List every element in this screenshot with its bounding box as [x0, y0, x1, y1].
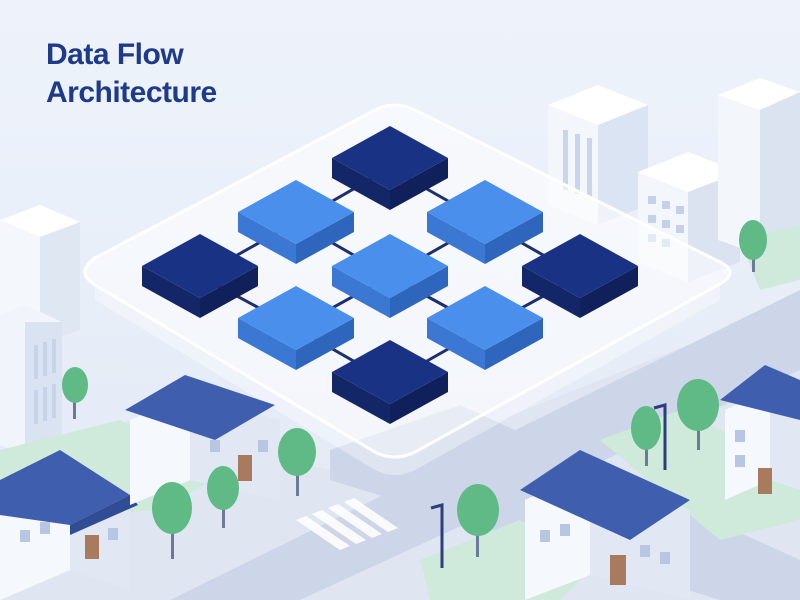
- node-center: [332, 234, 448, 318]
- title-line-1: Data Flow: [46, 38, 184, 71]
- node-upper-right: [427, 180, 543, 264]
- house-right-back: [720, 365, 800, 500]
- node-upper-left: [238, 180, 354, 264]
- tree: [278, 428, 316, 496]
- tree: [62, 367, 88, 419]
- house-left-front: [0, 450, 138, 600]
- node-top: [332, 126, 448, 210]
- node-right: [522, 234, 638, 318]
- tree: [739, 220, 767, 272]
- node-lower-right: [427, 286, 543, 370]
- tree: [631, 406, 661, 466]
- node-lower-left: [238, 286, 354, 370]
- page-title: Data Flow Architecture: [46, 36, 217, 112]
- tree: [152, 482, 192, 559]
- house-right-front: [520, 450, 690, 600]
- tree: [457, 484, 499, 557]
- node-bottom: [332, 340, 448, 424]
- title-line-2: Architecture: [46, 76, 217, 109]
- tree: [207, 466, 239, 528]
- tree: [677, 379, 719, 450]
- street-lamps: [430, 403, 667, 568]
- node-left: [142, 234, 258, 318]
- trees: [62, 220, 767, 559]
- node-grid: [142, 126, 638, 424]
